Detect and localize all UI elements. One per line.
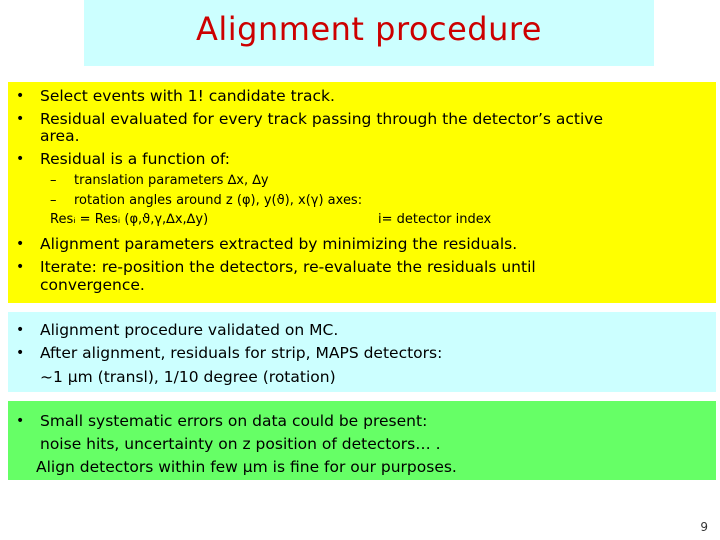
bullet-systematic-errors-cont2: Align detectors within few μm is fine fo…	[36, 458, 457, 476]
bullet-residual-evaluated: Residual evaluated for every track passi…	[40, 110, 603, 128]
sub-translation-params: translation parameters ∆x, ∆y	[74, 173, 269, 188]
bullet-marker: •	[16, 151, 25, 167]
green-text-box	[8, 401, 716, 480]
bullet-residual-function: Residual is a function of:	[40, 150, 230, 168]
bullet-after-alignment-cont: ~1 μm (transl), 1/10 degree (rotation)	[40, 368, 336, 386]
page-number: 9	[700, 520, 708, 534]
sub-rotation-angles: rotation angles around z (φ), y(ϑ), x(γ)…	[74, 193, 363, 208]
bullet-select-events: Select events with 1! candidate track.	[40, 87, 335, 105]
title-background	[84, 0, 654, 66]
dash-marker: –	[50, 193, 57, 208]
bullet-marker: •	[16, 322, 25, 338]
cyan-text-box	[8, 312, 716, 392]
bullet-after-alignment: After alignment, residuals for strip, MA…	[40, 344, 443, 362]
yellow-text-box	[8, 82, 716, 303]
dash-marker: –	[50, 173, 57, 188]
slide-title: Alignment procedure	[196, 10, 542, 48]
detector-index-note: i= detector index	[378, 212, 492, 227]
bullet-marker: •	[16, 413, 25, 429]
bullet-systematic-errors: Small systematic errors on data could be…	[40, 412, 428, 430]
bullet-iterate-cont: convergence.	[40, 276, 145, 294]
bullet-marker: •	[16, 111, 25, 127]
bullet-systematic-errors-cont: noise hits, uncertainty on z position of…	[40, 435, 441, 453]
bullet-marker: •	[16, 236, 25, 252]
bullet-residual-evaluated-cont: area.	[40, 127, 80, 145]
bullet-alignment-params: Alignment parameters extracted by minimi…	[40, 235, 518, 253]
bullet-validated-mc: Alignment procedure validated on MC.	[40, 321, 339, 339]
bullet-marker: •	[16, 345, 25, 361]
residual-formula: Resᵢ = Resᵢ (φ,ϑ,γ,∆x,∆y)	[50, 212, 209, 227]
bullet-marker: •	[16, 259, 25, 275]
bullet-marker: •	[16, 88, 25, 104]
bullet-iterate: Iterate: re-position the detectors, re-e…	[40, 258, 536, 276]
